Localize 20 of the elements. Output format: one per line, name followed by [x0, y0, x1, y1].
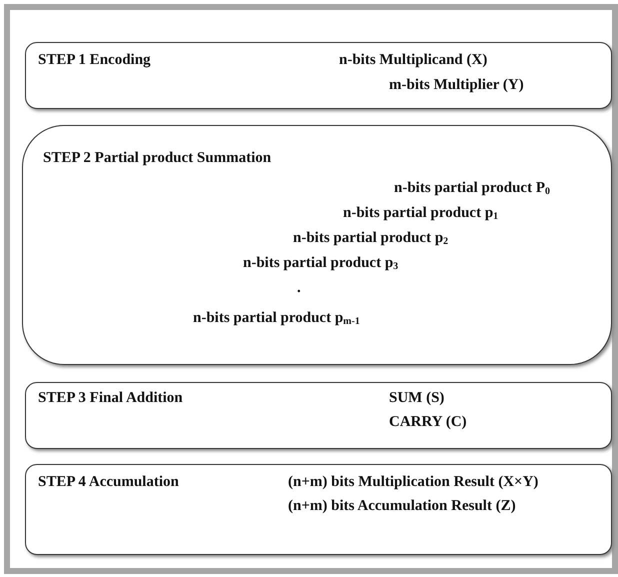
step-text: n-bits partial product p$_{3}$ — [243, 254, 398, 274]
step-text: (n+m) bits Accumulation Result (Z) — [288, 497, 516, 515]
step-text: n-bits partial product p$_{2}$ — [293, 229, 448, 249]
step-heading: STEP 2 Partial product Summation — [43, 149, 272, 167]
step-box — [25, 382, 612, 449]
step-box — [22, 125, 612, 365]
step-text: (n+m) bits Multiplication Result (X×Y) — [288, 473, 538, 491]
step-text: CARRY (C) — [389, 413, 467, 431]
step-heading: STEP 4 Accumulation — [38, 473, 179, 491]
step-text: n-bits partial product p$_{m-1}$ — [193, 309, 360, 329]
step-heading: STEP 1 Encoding — [38, 51, 151, 69]
step-text: . — [297, 279, 301, 297]
step-text: n-bits Multiplicand (X) — [339, 51, 488, 69]
step-heading: STEP 3 Final Addition — [38, 389, 183, 407]
step-box — [25, 42, 612, 109]
step-text: SUM (S) — [389, 389, 444, 407]
step-box — [25, 464, 612, 555]
step-text: n-bits partial product P$_{0}$ — [394, 179, 550, 199]
step-text: m-bits Multiplier (Y) — [389, 76, 524, 94]
step-text: n-bits partial product p$_{1}$ — [343, 204, 498, 224]
